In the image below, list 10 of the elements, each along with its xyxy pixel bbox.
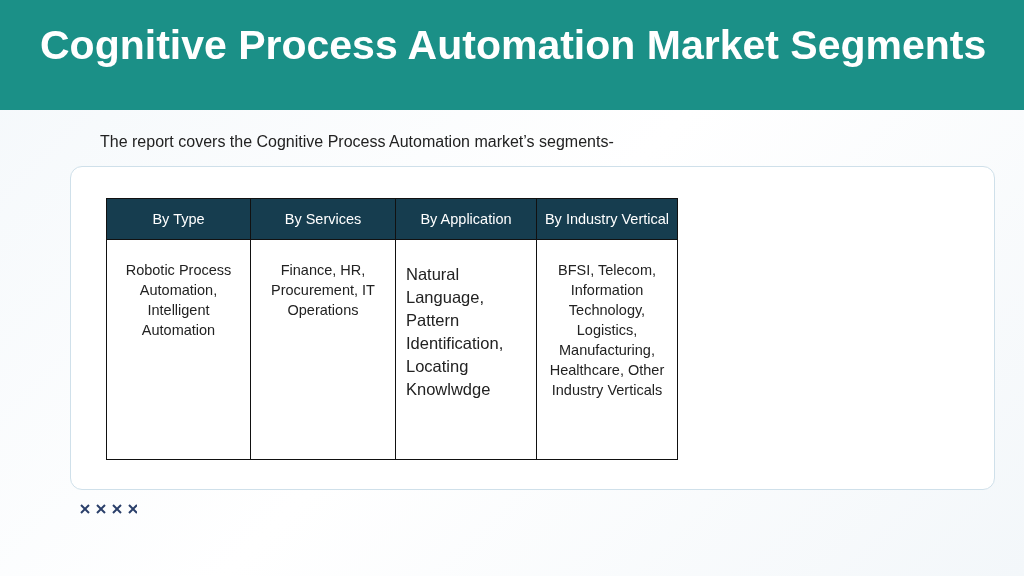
table-cell: Natural Language, Pattern Identification, Locating Knowlwdge	[395, 239, 537, 460]
column-header: By Application	[395, 198, 537, 240]
title: Cognitive Process Automation Market Segments	[40, 22, 987, 69]
table-cell: Finance, HR, Procurement, IT Operations	[250, 239, 396, 460]
table-cell: BFSI, Telecom, Information Technology, Logistics, Manufacturing, Healthcare, Other Industry Verticals	[536, 239, 678, 460]
intro-text: The report covers the Cognitive Process Automation market’s segments-	[100, 133, 614, 151]
column-header: By Industry Vertical	[536, 198, 678, 240]
column-header: By Services	[250, 198, 396, 240]
column-header: By Type	[106, 198, 251, 240]
table-cell: Robotic Process Automation, Intelligent Automation	[106, 239, 251, 460]
